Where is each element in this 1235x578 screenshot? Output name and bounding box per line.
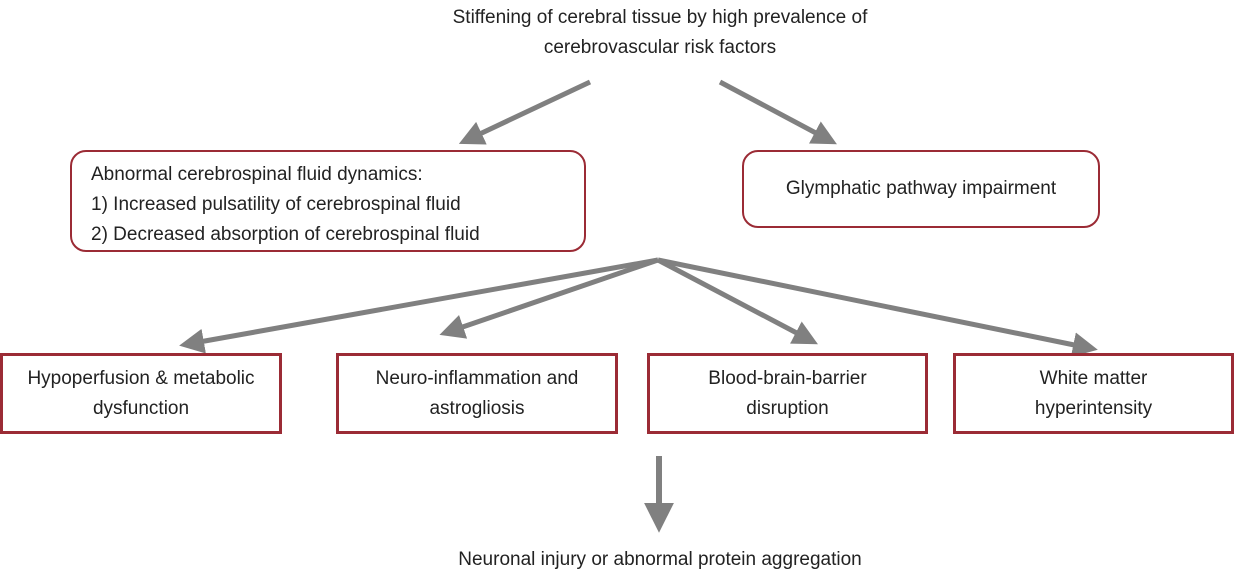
arrow-to-neuroinflammation <box>439 257 659 339</box>
top-node-stiffening: Stiffening of cerebral tissue by high pr… <box>380 3 940 63</box>
effect-box-line-1: Hypoperfusion & metabolic <box>27 367 255 389</box>
bottom-node-neuronal-injury: Neuronal injury or abnormal protein aggr… <box>380 545 940 575</box>
arrow-to-bbb-disruption <box>656 257 818 345</box>
effect-box-line-2: disruption <box>746 397 829 419</box>
effect-box-line-1: Neuro-inflammation and <box>375 367 579 389</box>
effect-box-line-1: White matter <box>1039 367 1148 389</box>
effect-box-bbb-disruption: Blood-brain-barrier disruption <box>647 353 928 434</box>
csf-box-item-1: 1) Increased pulsatility of cerebrospina… <box>91 194 461 215</box>
arrow-to-hypoperfusion <box>179 257 659 354</box>
effect-box-neuroinflammation: Neuro-inflammation and astrogliosis <box>336 353 618 434</box>
effect-box-line-1: Blood-brain-barrier <box>708 367 867 389</box>
arrow-to-csf-box <box>458 79 592 145</box>
effect-box-line-2: astrogliosis <box>429 397 525 419</box>
effect-box-hypoperfusion: Hypoperfusion & metabolic dysfunction <box>0 353 282 434</box>
top-node-line-1: Stiffening of cerebral tissue by high pr… <box>452 7 868 28</box>
csf-box-heading: Abnormal cerebrospinal fluid dynamics: <box>91 164 423 185</box>
bottom-node-label: Neuronal injury or abnormal protein aggr… <box>458 549 862 570</box>
glymphatic-impairment-box: Glymphatic pathway impairment <box>742 150 1100 228</box>
effect-box-line-2: dysfunction <box>92 397 190 419</box>
arrow-to-white-matter <box>657 257 1098 358</box>
csf-dynamics-box: Abnormal cerebrospinal fluid dynamics: 1… <box>70 150 586 252</box>
effect-box-line-2: hyperintensity <box>1034 397 1153 419</box>
top-node-line-2: cerebrovascular risk factors <box>543 37 777 58</box>
csf-box-item-2: 2) Decreased absorption of cerebrospinal… <box>91 224 480 245</box>
arrow-to-glymphatic-box <box>718 79 837 145</box>
glymphatic-box-label: Glymphatic pathway impairment <box>785 178 1057 199</box>
effect-box-white-matter: White matter hyperintensity <box>953 353 1234 434</box>
